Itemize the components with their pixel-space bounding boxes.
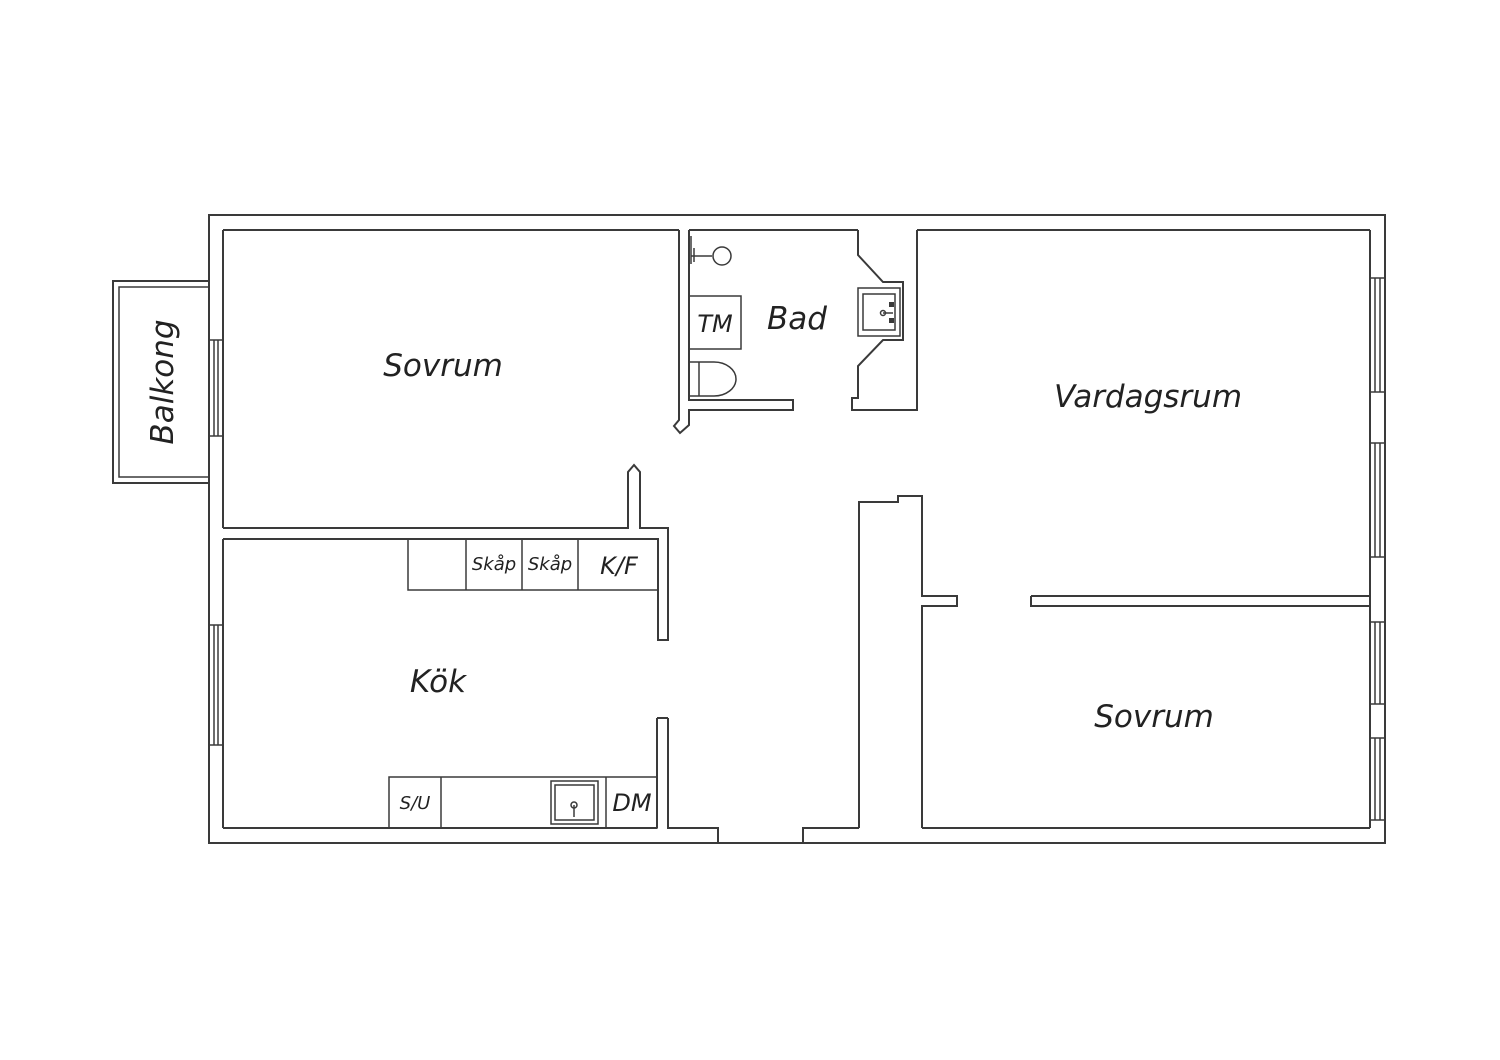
toilet-icon [688,361,737,397]
fixture-label-kf: K/F [600,552,639,580]
fixture-label-tm: TM [697,310,733,338]
washbasin-icon [857,287,901,337]
shower-icon [690,236,732,266]
fixture-label-su: S/U [400,793,431,814]
room-label-vardagsrum: Vardagsrum [1054,379,1242,415]
washing-machine [688,295,742,350]
fixture-label-skap-1: Skåp [472,554,516,575]
room-label-kok: Kök [410,664,467,700]
room-label-sovrum-2: Sovrum [1094,699,1214,735]
interior-walls [223,230,1371,828]
fixture-label-skap-2: Skåp [528,554,572,575]
fixture-label-dm: DM [612,789,651,817]
kitchen-upper-counter [407,538,659,591]
room-label-balkong: Balkong [145,319,181,444]
room-label-bad: Bad [767,301,827,337]
kitchen-sink-icon [550,780,599,825]
balcony [112,280,210,484]
window-icon [208,277,1386,821]
kitchen-lower-counter [388,776,658,829]
room-label-sovrum: Sovrum [383,348,503,384]
